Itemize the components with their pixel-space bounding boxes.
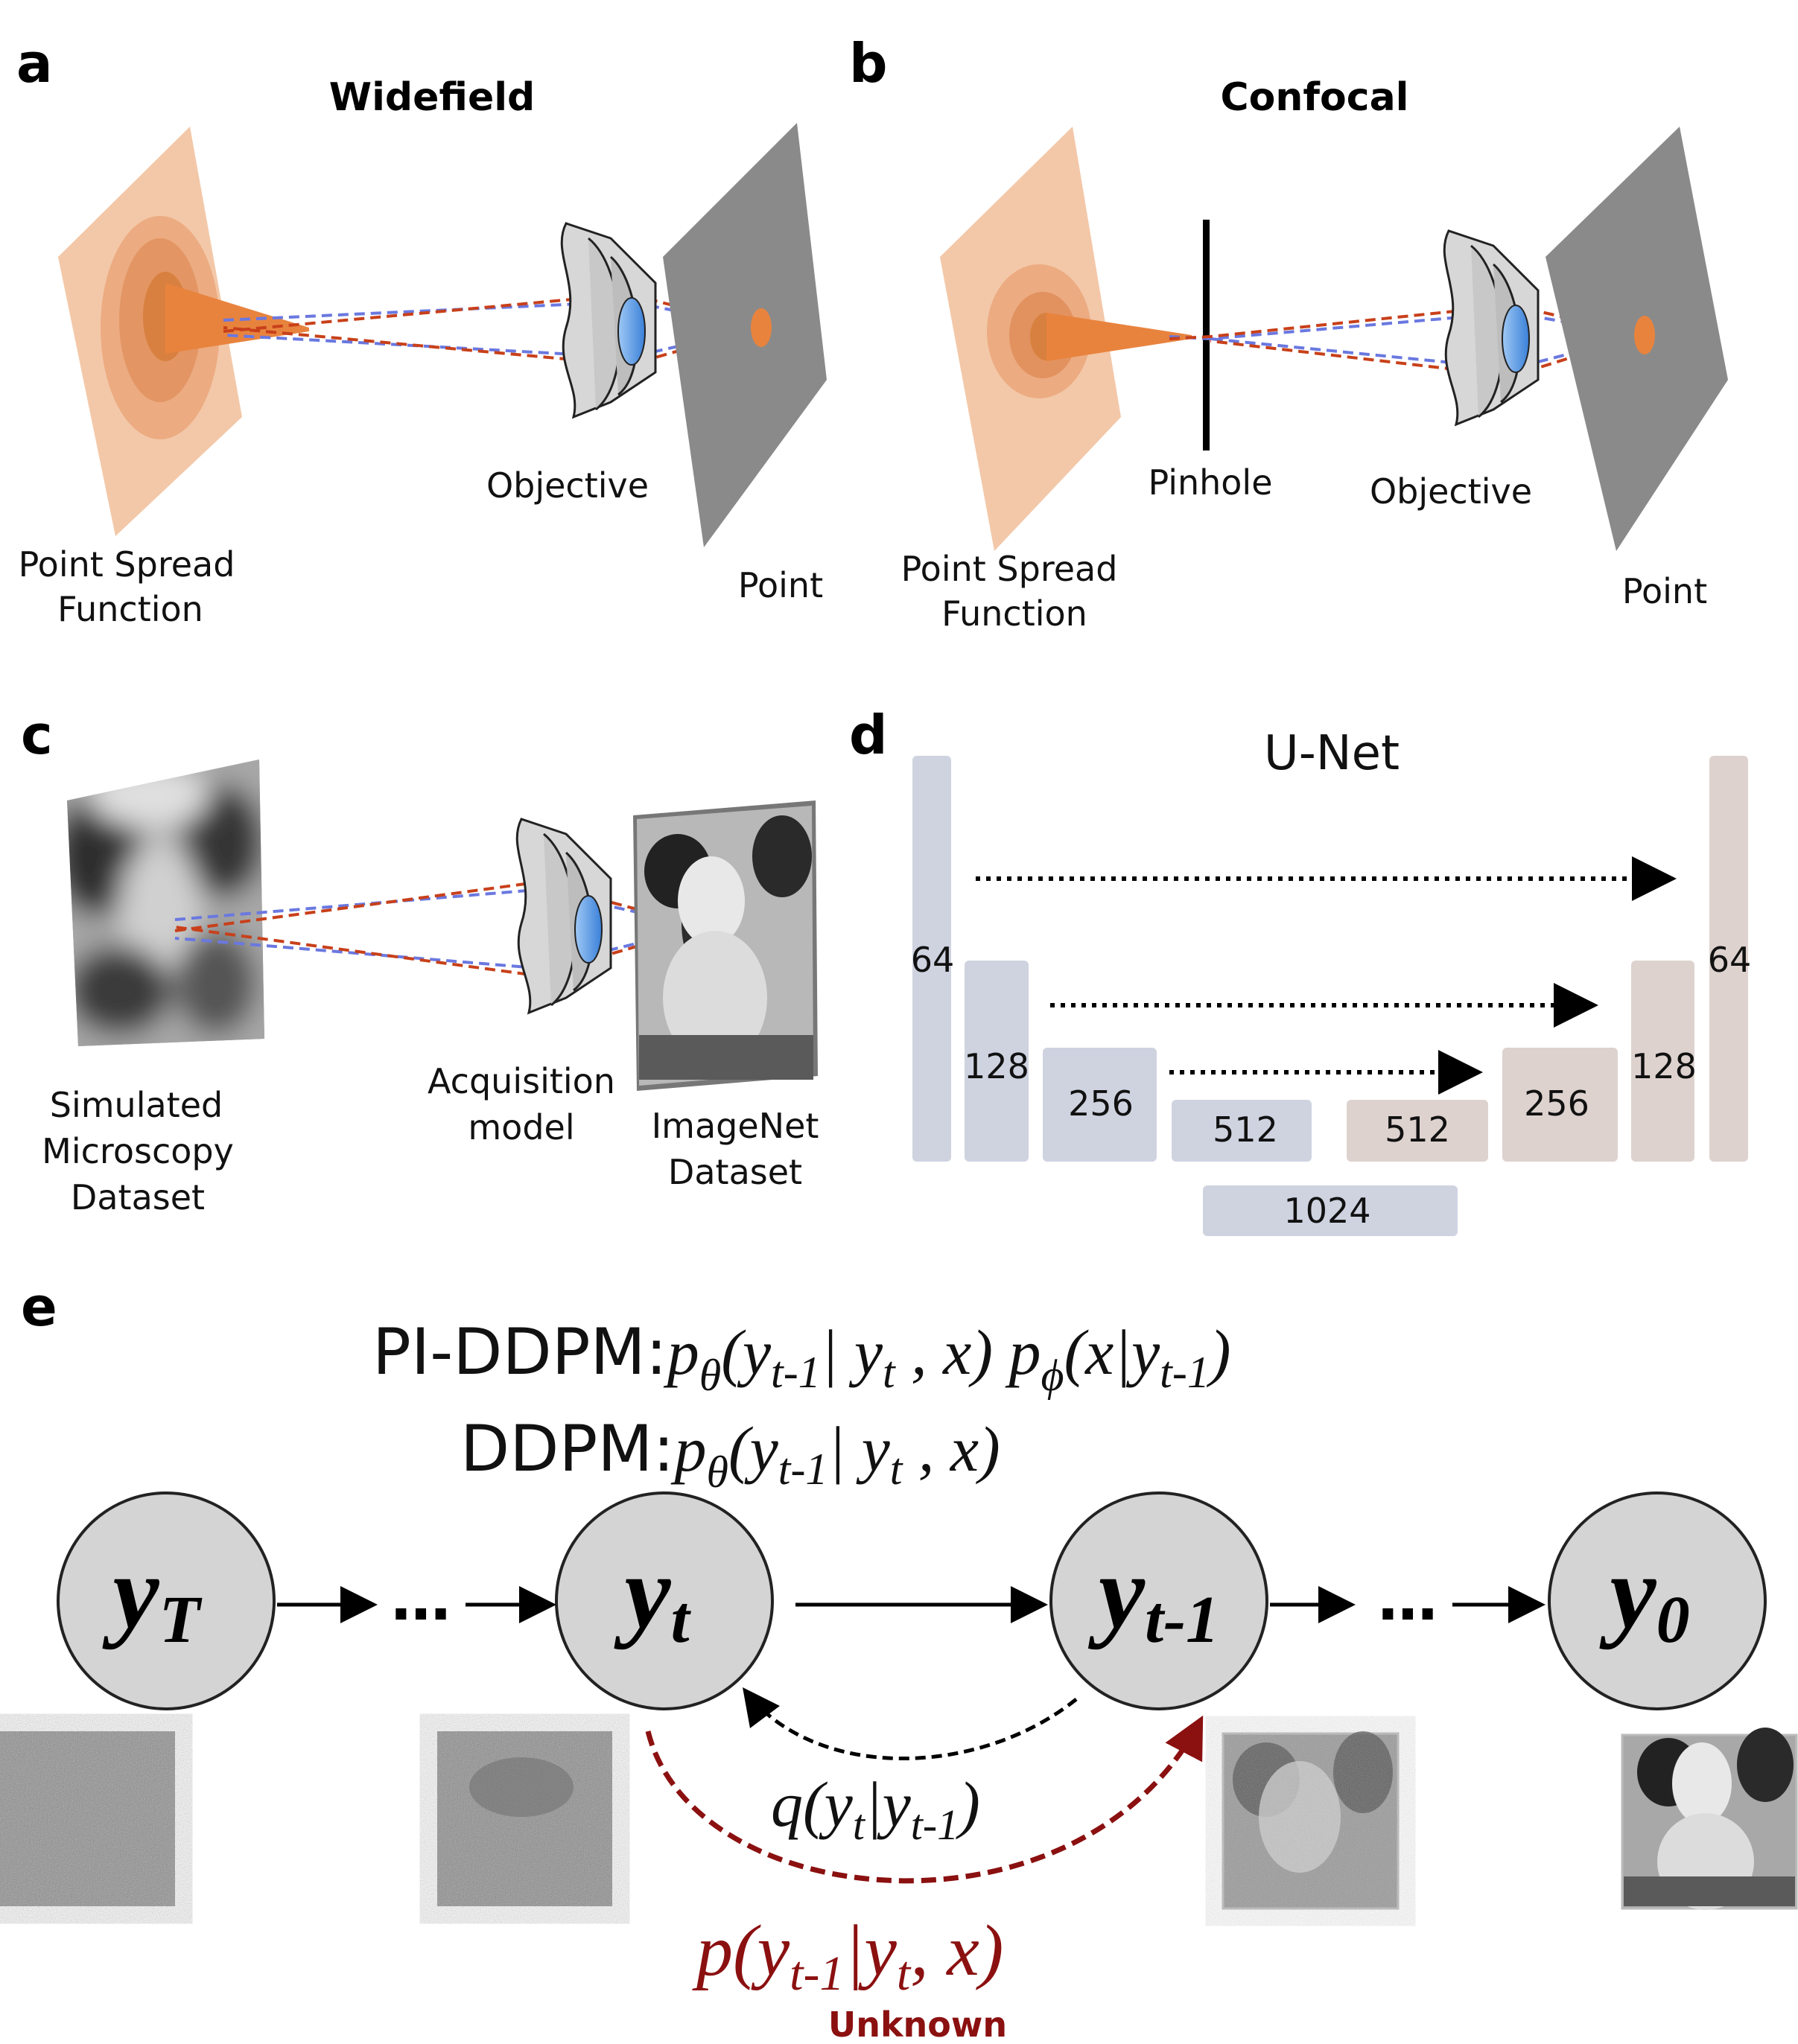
simulated-image: [67, 760, 264, 1046]
unet-label-enc-256: 256: [1068, 1083, 1134, 1124]
imgnet-label-line2: Dataset: [668, 1152, 802, 1192]
panel-letter-e: e: [21, 1276, 57, 1338]
unet-block-dec-256: [1502, 1048, 1618, 1162]
node-y0: y0: [1548, 1491, 1767, 1710]
unet-block-dec-64: [1709, 756, 1748, 1162]
pi-ddpm-label: PI-DDPM:: [372, 1315, 667, 1389]
clean-image-y0: [1621, 1728, 1798, 1910]
unet-label-dec-256: 256: [1524, 1083, 1589, 1124]
unet-block-bottleneck-1024: [1203, 1185, 1458, 1236]
point-plane: [663, 123, 827, 547]
psf-label-line2: Function: [941, 593, 1087, 634]
reverse-process-arrow: [645, 1715, 1204, 1884]
unet-block-enc-512: [1172, 1100, 1312, 1162]
panel-letter-d: d: [849, 704, 888, 766]
pinhole: [1203, 220, 1210, 450]
unet-label-bottleneck-1024: 1024: [1283, 1191, 1370, 1231]
unet-label-dec-128: 128: [1631, 1046, 1697, 1086]
objective-lens: [560, 222, 657, 419]
ddpm-label: DDPM:: [460, 1412, 674, 1486]
beam: [165, 283, 309, 354]
sim-label-line1: Simulated: [50, 1085, 223, 1125]
panel-e: e PI-DDPM:pθ(yt-1| yt , x) pϕ(x|yt-1) DD…: [0, 1276, 1798, 2044]
node-yt-1: yt-1: [1049, 1491, 1268, 1710]
unet-block-enc-128: [965, 961, 1029, 1162]
panel-c: c: [21, 704, 819, 1217]
unet-label-enc-64: 64: [911, 940, 955, 980]
panel-a: a Widefield Objective Point Spread Funct…: [16, 32, 827, 629]
unet-label-dec-512: 512: [1385, 1109, 1450, 1150]
pinhole-label: Pinhole: [1148, 462, 1272, 503]
unet-block-enc-64: [912, 756, 951, 1162]
forward-process-label: q(yt|yt-1): [771, 1768, 980, 1849]
node-yt: yt: [555, 1491, 774, 1710]
unet-label-dec-64: 64: [1708, 940, 1752, 980]
unet-block-dec-512: [1347, 1100, 1488, 1162]
node-yT: yT: [57, 1491, 276, 1710]
panel-d: d U-Net 64 128 256 512 1024 512 256 128 …: [849, 704, 1751, 1236]
point-source: [751, 308, 772, 347]
chain-ellipsis: …: [1378, 1564, 1438, 1634]
chain-ellipsis: …: [391, 1564, 451, 1634]
panel-b: b Confocal Pinhole Objective Point Sprea…: [849, 32, 1728, 634]
panel-a-title: Widefield: [329, 75, 536, 120]
panel-letter-c: c: [21, 704, 53, 766]
reverse-process-label: p(yt-1|yt, x): [692, 1911, 1003, 2001]
point-label: Point: [738, 565, 823, 605]
noise-image-yT: [0, 1731, 175, 1906]
panel-letter-b: b: [849, 32, 888, 95]
noisy-image-yt-1: [1222, 1731, 1400, 1910]
acq-label-line2: model: [468, 1107, 574, 1147]
forward-process-arrow: [742, 1687, 1078, 1760]
panel-letter-a: a: [16, 32, 53, 95]
unet-block-enc-256: [1043, 1048, 1157, 1162]
unet-label-enc-128: 128: [964, 1046, 1029, 1086]
pi-ddpm-equation: PI-DDPM:pθ(yt-1| yt , x) pϕ(x|yt-1): [372, 1315, 1230, 1400]
imgnet-label-line1: ImageNet: [652, 1106, 819, 1146]
unet-block-dec-128: [1631, 961, 1694, 1162]
beam: [1046, 313, 1192, 361]
point-label: Point: [1622, 571, 1707, 611]
panel-b-title: Confocal: [1221, 75, 1409, 120]
psf-label-line1: Point Spread: [19, 544, 235, 585]
sim-label-line3: Dataset: [71, 1177, 205, 1217]
objective-label: Objective: [1370, 471, 1532, 512]
sim-label-line2: Microscopy: [42, 1131, 234, 1171]
psf-label-line1: Point Spread: [901, 549, 1118, 589]
objective-lens: [1443, 229, 1540, 427]
psf-label-line2: Function: [57, 589, 203, 629]
acq-label-line1: Acquisition: [428, 1061, 615, 1101]
unet-label-enc-512: 512: [1213, 1109, 1278, 1150]
imagenet-image: [633, 800, 818, 1091]
acquisition-objective: [515, 818, 612, 1015]
unknown-label: Unknown: [828, 2005, 1007, 2044]
ddpm-equation: DDPM:pθ(yt-1| yt , x): [460, 1412, 1000, 1497]
objective-label: Objective: [486, 465, 649, 506]
noise-image-yt: [437, 1731, 612, 1906]
unet-title: U-Net: [1264, 726, 1400, 781]
point-source: [1634, 316, 1655, 354]
